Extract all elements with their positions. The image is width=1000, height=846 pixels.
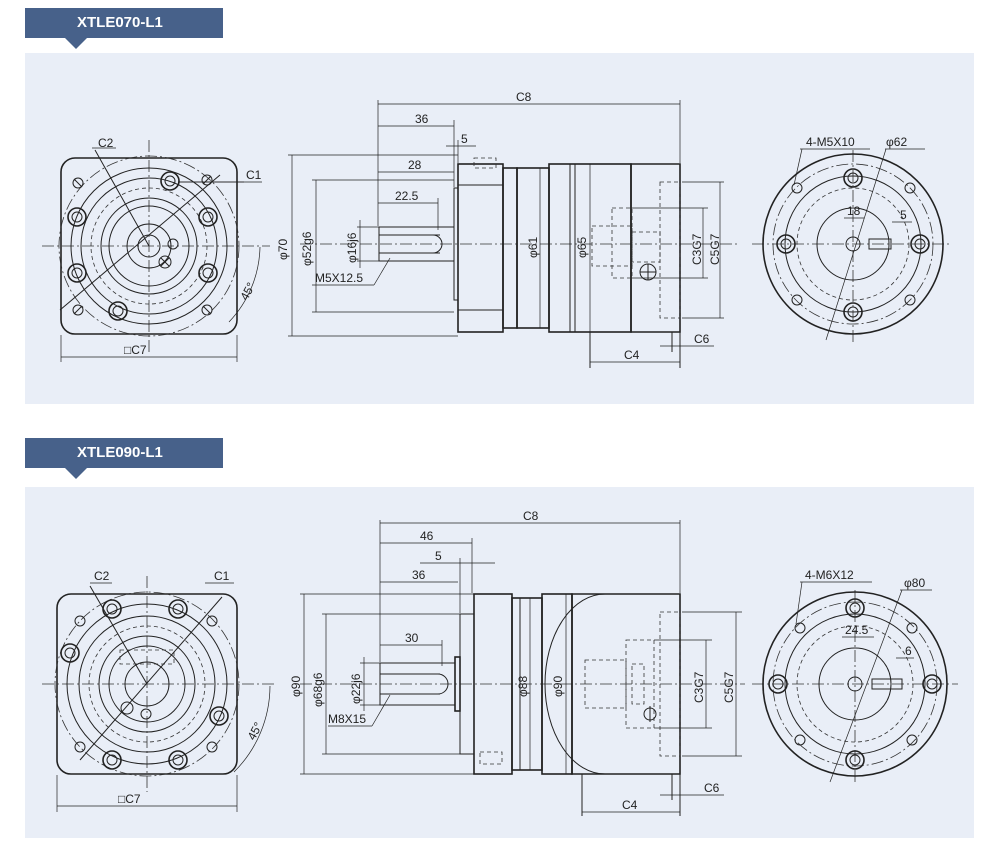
dim-c5g7: C5G7 xyxy=(708,233,722,265)
label-angle: 45° xyxy=(237,280,258,303)
model-tag-xtle070: XTLE070-L1 xyxy=(25,8,223,49)
model-title: XTLE090-L1 xyxy=(77,444,163,461)
model-title: XTLE070-L1 xyxy=(77,14,163,31)
label-c7: □C7 xyxy=(124,343,147,357)
dim-5-rear: 5 xyxy=(900,208,907,222)
front-view: C2 C1 45° □C7 xyxy=(42,136,270,362)
drawing-panel-xtle090 xyxy=(25,487,974,838)
dim-phi52g6: φ52g6 xyxy=(300,231,314,266)
label-c2: C2 xyxy=(98,136,114,150)
model-tag-xtle090: XTLE090-L1 xyxy=(25,438,223,479)
dim-phi65: φ65 xyxy=(575,237,589,258)
dim-36: 36 xyxy=(415,112,429,126)
label-holes: 4-M5X10 xyxy=(806,135,855,149)
dim-22-5: 22.5 xyxy=(395,189,419,203)
bolt-holes xyxy=(67,171,218,321)
dim-phi16j6: φ16j6 xyxy=(345,232,359,263)
side-view: C8 36 5 28 22.5 φ70 φ52g6 φ16j6 M5X12.5 … xyxy=(276,90,738,368)
dim-phi70: φ70 xyxy=(276,239,290,260)
label-c1: C1 xyxy=(246,168,262,182)
drawing-xtle070: C2 C1 45° □C7 xyxy=(42,90,952,368)
dim-28: 28 xyxy=(408,158,422,172)
rear-holes xyxy=(776,168,930,322)
dim-c3g7: C3G7 xyxy=(690,233,704,265)
dim-thread: M5X12.5 xyxy=(315,271,363,285)
dim-c4: C4 xyxy=(624,348,640,362)
dim-phi62: φ62 xyxy=(886,135,907,149)
dim-5: 5 xyxy=(461,132,468,146)
drawing-panel-xtle070 xyxy=(25,53,974,404)
rear-view: 4-M5X10 φ62 18 5 xyxy=(752,135,952,342)
dim-phi61: φ61 xyxy=(526,237,540,258)
dim-18: 18 xyxy=(847,204,861,218)
dim-c6: C6 xyxy=(694,332,710,346)
dim-c8: C8 xyxy=(516,90,532,104)
